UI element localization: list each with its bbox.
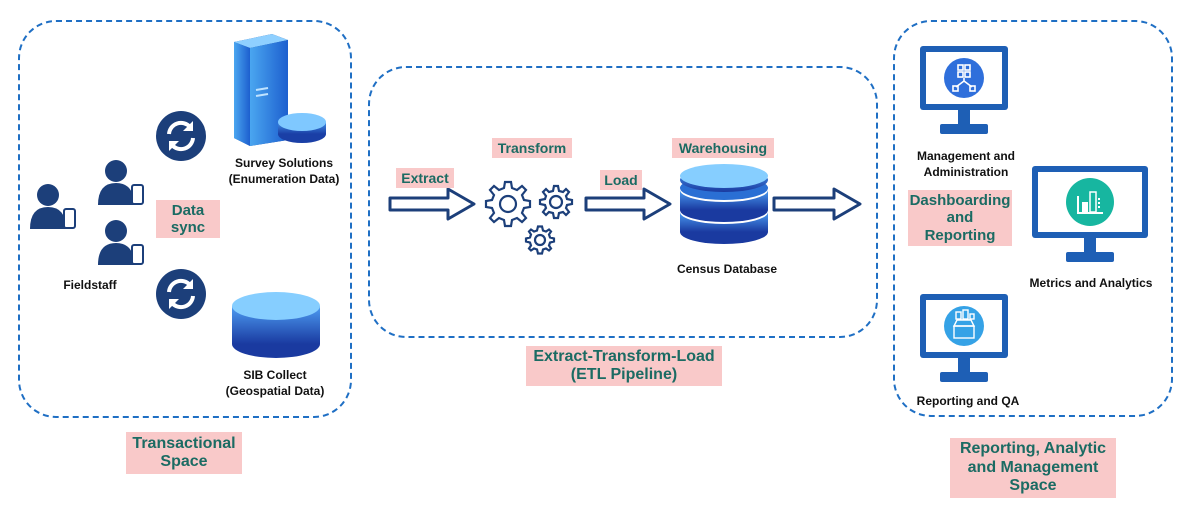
fieldstaff-label: Fieldstaff	[63, 278, 117, 292]
management-monitor-icon	[920, 46, 1008, 134]
census-database-icon	[680, 164, 768, 244]
management-label: Management and Administration	[906, 149, 1026, 180]
qa-label: Reporting and QA	[916, 394, 1020, 408]
transform-label: Transform	[492, 138, 572, 158]
dash-line2: and	[946, 209, 974, 227]
reporting-title-line1: Reporting, Analytic	[959, 440, 1107, 458]
data-sync-label: Data sync	[156, 200, 220, 238]
sib-line2: (Geospatial Data)	[225, 383, 325, 398]
census-database-label: Census Database	[676, 262, 778, 276]
transactional-title-line2: Space	[160, 453, 208, 470]
reporting-title-line3: Space	[1009, 477, 1057, 495]
dash-line3: Reporting	[924, 226, 996, 244]
sib-line1: SIB Collect	[243, 368, 307, 382]
data-sync-line1: Data	[171, 201, 205, 219]
load-label: Load	[600, 170, 642, 190]
fieldstaff-people-icon	[30, 160, 144, 265]
etl-title-line1: Extract-Transform-Load	[533, 347, 715, 365]
transactional-title-line1: Transactional	[132, 434, 236, 452]
survey-solutions-label: Survey Solutions (Enumeration Data)	[214, 156, 354, 187]
reporting-title-line2: and Management	[967, 458, 1099, 476]
etl-pipeline-title: Extract-Transform-Load (ETL Pipeline)	[526, 346, 722, 386]
database-icon	[232, 292, 320, 358]
reporting-space-zone	[893, 20, 1173, 417]
arrow-icon	[584, 187, 672, 221]
transactional-space-title: Transactional Space	[126, 432, 242, 474]
mgmt-line1: Management and	[916, 149, 1015, 163]
survey-line2: (Enumeration Data)	[228, 171, 340, 186]
warehousing-label: Warehousing	[672, 138, 774, 158]
reporting-space-title: Reporting, Analytic and Management Space	[950, 438, 1116, 498]
sync-icon	[156, 269, 206, 319]
metrics-monitor-icon	[1032, 166, 1148, 262]
metrics-label: Metrics and Analytics	[1029, 276, 1153, 290]
data-sync-line2: sync	[170, 219, 206, 236]
arrow-icon	[772, 187, 862, 221]
sib-collect-label: SIB Collect (Geospatial Data)	[210, 368, 340, 399]
survey-line1: Survey Solutions	[234, 156, 334, 170]
dash-line1: Dashboarding	[909, 192, 1011, 210]
dashboarding-reporting-label: Dashboarding and Reporting	[908, 190, 1012, 246]
gears-icon	[484, 180, 574, 255]
etl-title-line2: (ETL Pipeline)	[570, 366, 678, 383]
qa-monitor-icon	[920, 294, 1008, 382]
arrow-icon	[388, 187, 476, 221]
mgmt-line2: Administration	[923, 164, 1009, 179]
sync-icon	[156, 111, 206, 161]
server-icon	[234, 34, 326, 146]
extract-label: Extract	[396, 168, 454, 188]
transactional-space-zone	[18, 20, 352, 418]
etl-pipeline-zone	[368, 66, 878, 338]
